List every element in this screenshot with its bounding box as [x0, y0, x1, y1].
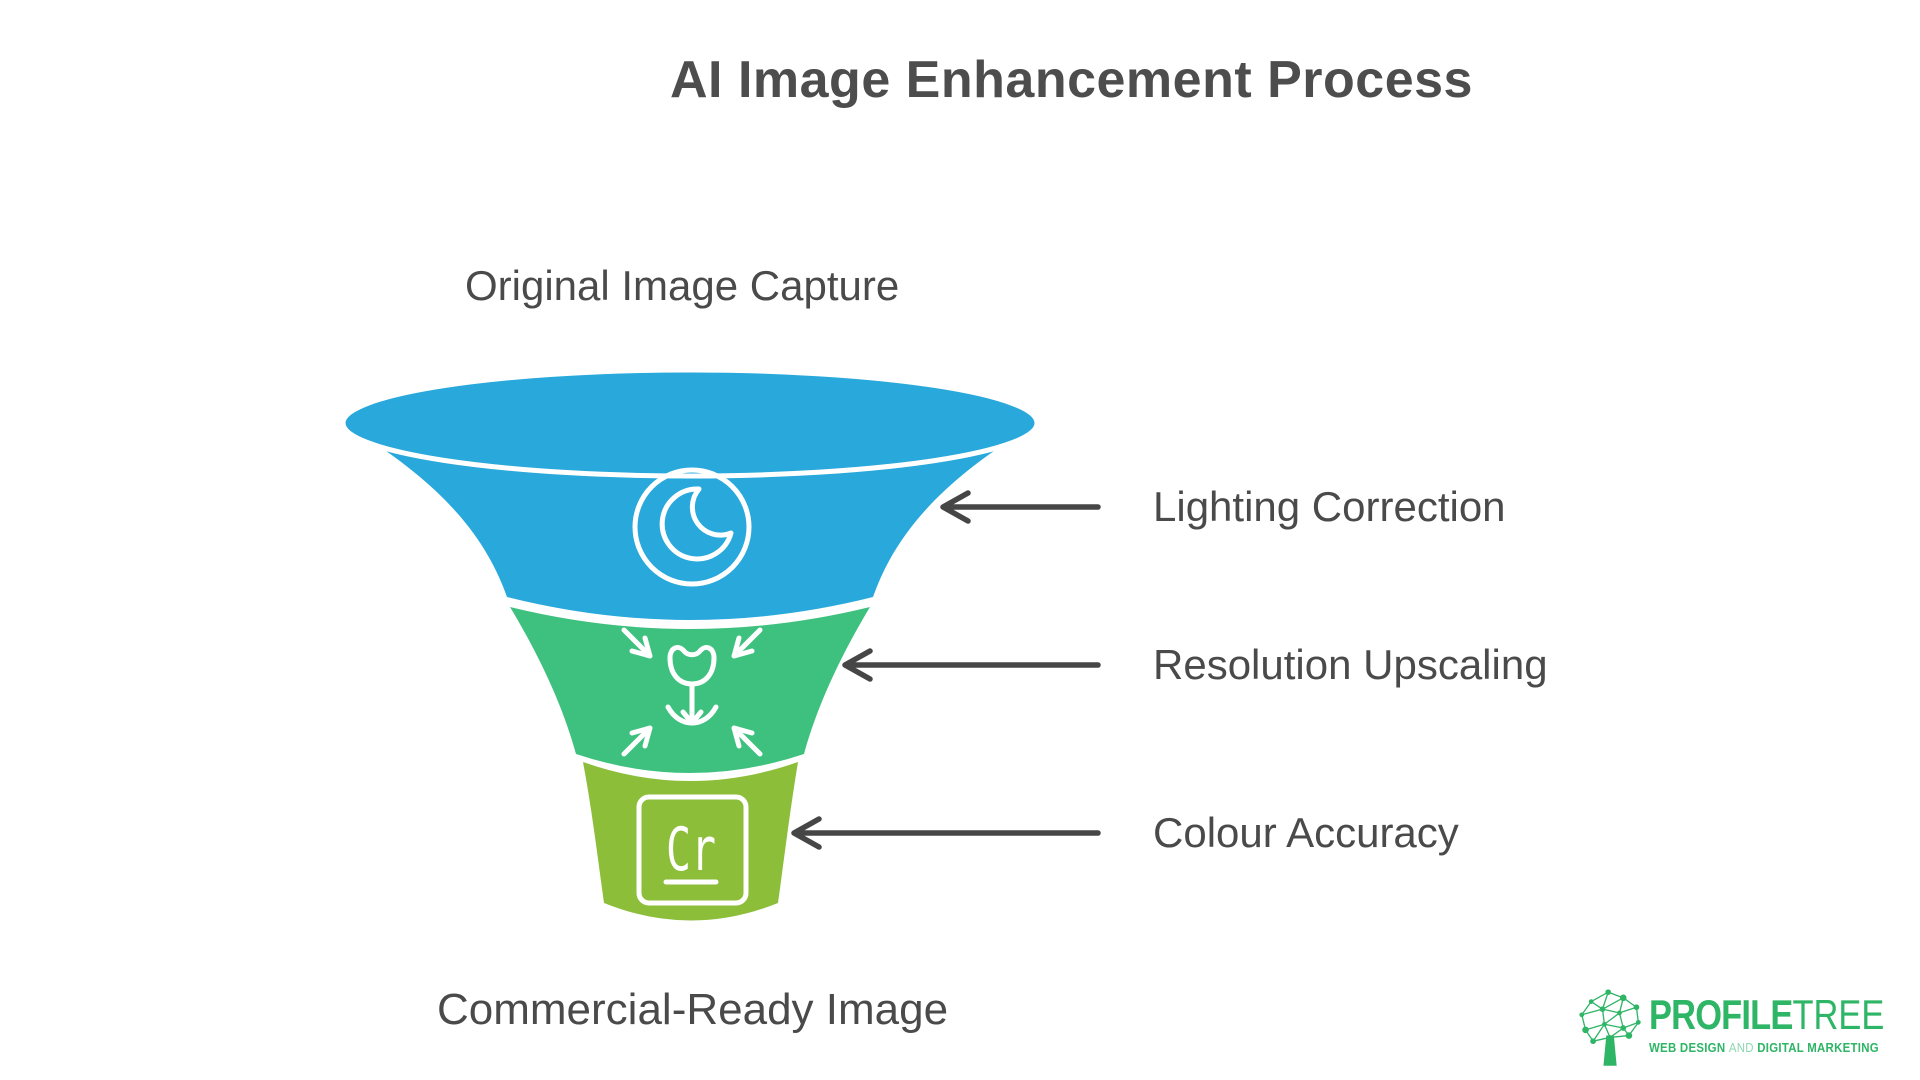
stage-label-colour: Colour Accuracy: [1153, 809, 1459, 856]
cr-icon-text: Cr: [666, 815, 716, 885]
inward-arrow-bottom-right: [731, 725, 763, 757]
brand-tagline: WEB DESIGN AND DIGITAL MARKETING: [1649, 1040, 1902, 1055]
inward-arrow-bottom-left: [621, 725, 653, 757]
brand-name-tree: TREE: [1792, 991, 1885, 1038]
shrink-flower-icon: [621, 627, 763, 757]
tulip-head: [667, 645, 717, 687]
camera-lens-icon: [632, 467, 752, 587]
stage-label-lighting: Lighting Correction: [1153, 483, 1506, 530]
cr-element-icon: [636, 794, 749, 906]
arrow-resolution-upscaling: [842, 648, 1101, 682]
tagline-digital-marketing: DIGITAL MARKETING: [1757, 1040, 1879, 1055]
arrow-colour-accuracy: [791, 816, 1101, 850]
stage-label-resolution: Resolution Upscaling: [1153, 641, 1548, 688]
page-title: AI Image Enhancement Process: [670, 51, 1473, 109]
tulip-leaves: [665, 704, 719, 726]
funnel-top-opening: [340, 367, 1040, 479]
brand-name-profile: PROFILE: [1649, 991, 1793, 1038]
tagline-and: AND: [1728, 1040, 1754, 1055]
funnel-input-label: Original Image Capture: [465, 262, 900, 309]
profiletree-logo: PROFILETREE WEB DESIGN AND DIGITAL MARKE…: [1578, 985, 1920, 1071]
arrow-lighting-correction: [940, 490, 1101, 524]
tree-trunk: [1603, 1035, 1617, 1066]
profiletree-wordmark: PROFILETREE WEB DESIGN AND DIGITAL MARKE…: [1649, 991, 1920, 1056]
inward-arrow-top-right: [731, 627, 763, 659]
funnel-output-label: Commercial-Ready Image: [437, 985, 949, 1034]
inward-arrow-top-left: [621, 627, 653, 659]
tagline-web-design: WEB DESIGN: [1649, 1040, 1726, 1055]
profiletree-tree-icon: [1579, 989, 1641, 1066]
